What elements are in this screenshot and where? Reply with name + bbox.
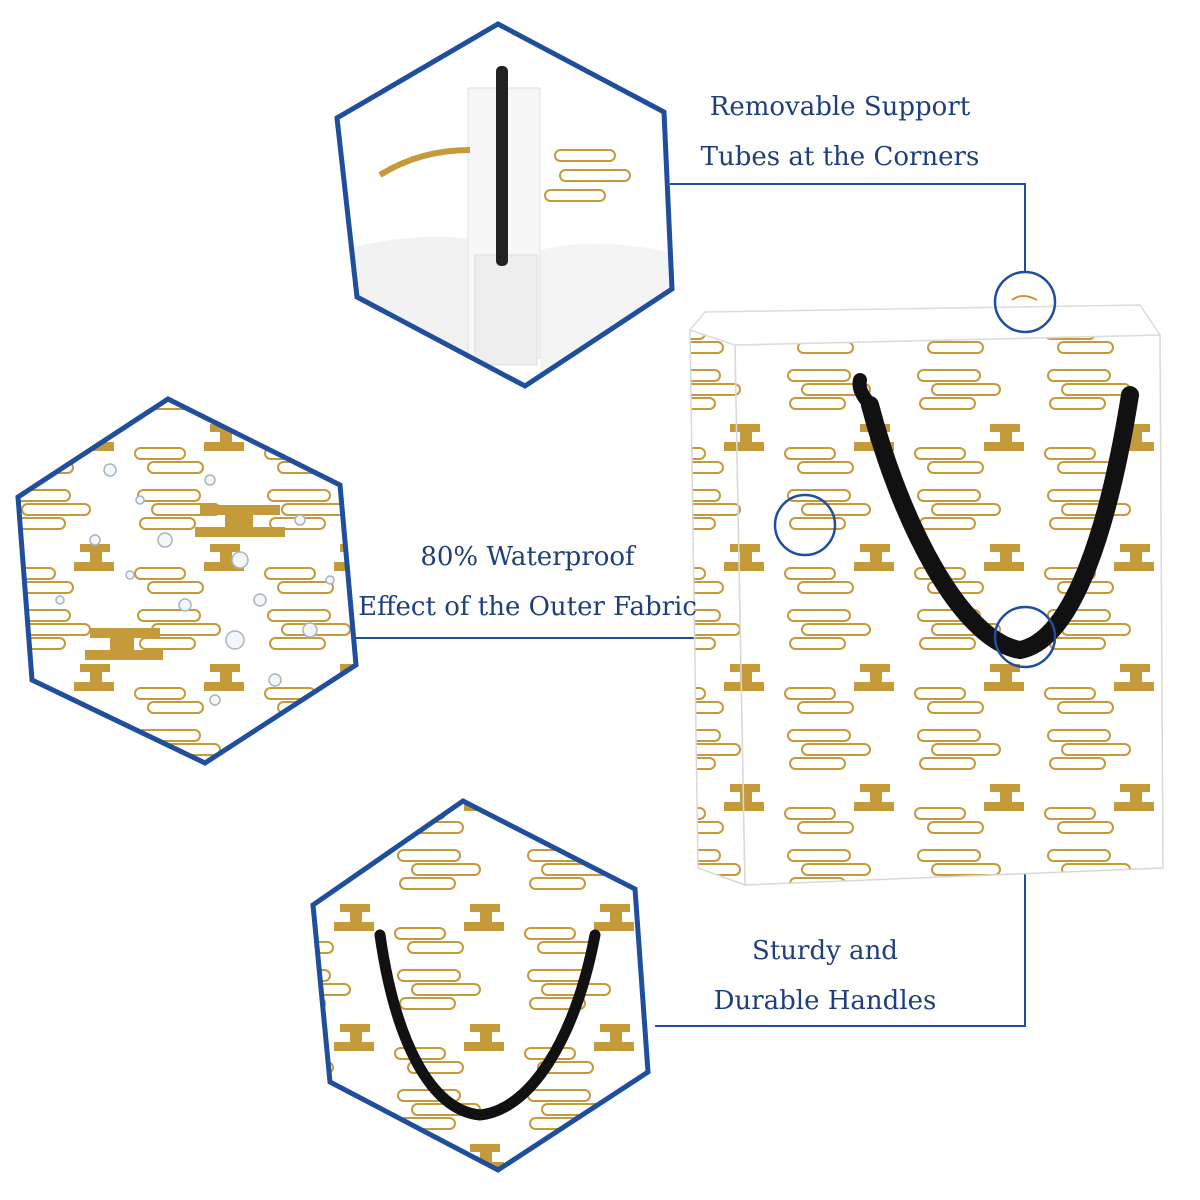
detail-shape [1011,295,1038,301]
hexagon-waterproof-fabric [15,396,359,766]
hexagon-support-tube [334,21,675,389]
handle-strap [374,929,601,1121]
connector-tubes [670,183,1026,272]
callout-support-tubes-line1: Removable Support [709,92,971,122]
hexagon-frame-icon [334,21,675,389]
callout-handles: Sturdy and Durable Handles [700,926,950,1026]
basket-handle-back [852,373,877,412]
callout-waterproof-line1: 80% Waterproof [420,542,635,572]
laundry-basket [688,304,1164,887]
callout-waterproof-line2: Effect of the Outer Fabric [358,592,697,622]
basket-top-rim [688,304,1162,346]
magnifier-circle-icon [773,493,837,557]
magnifier-circles [773,270,1057,669]
support-tube-rod [496,66,508,266]
callout-support-tubes-line2: Tubes at the Corners [700,142,980,172]
callout-handles-line1: Sturdy and [752,936,898,966]
callout-waterproof: 80% Waterproof Effect of the Outer Fabri… [355,532,700,632]
water-droplets [55,463,335,706]
hexagon-handles [310,798,651,1173]
basket-handle [861,386,1139,660]
hexagon-frame-icon [15,396,359,766]
magnifier-circle-icon [993,270,1057,334]
basket-front-panel [734,334,1164,886]
callout-handles-line2: Durable Handles [713,986,937,1016]
hexagon-frame-icon [310,798,651,1173]
callout-support-tubes: Removable Support Tubes at the Corners [690,82,990,182]
magnifier-circle-icon [993,605,1057,669]
